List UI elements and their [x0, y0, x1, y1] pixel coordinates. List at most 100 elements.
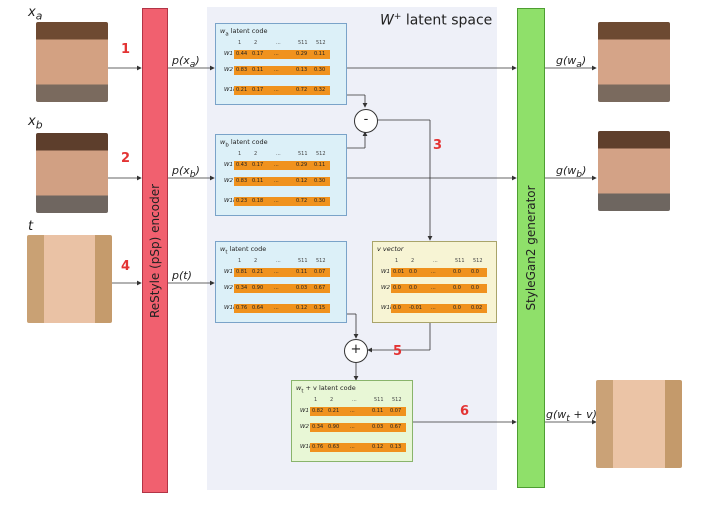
table-title: wa latent code	[220, 27, 267, 37]
table-cell: 0.23	[236, 198, 248, 204]
header-cell: 2	[411, 258, 415, 264]
table-cell: 0.0	[471, 285, 479, 291]
table-cell: 0.29	[296, 51, 308, 57]
header-cell: 1	[238, 151, 242, 157]
table-title-sub: b	[225, 142, 229, 149]
table-cell: 0.67	[390, 424, 402, 430]
table-cell: 0.76	[312, 444, 324, 450]
table-title-main: w	[220, 138, 226, 146]
table-cell: 0.13	[296, 67, 308, 73]
output-label-t: g(wt + v)	[546, 408, 597, 424]
table-cell: 0.11	[252, 178, 264, 184]
table-title-sub: a	[225, 31, 229, 38]
p-xa-pre: p(x	[172, 54, 190, 67]
header-cell: 2	[254, 151, 258, 157]
table-title-main: w	[220, 27, 226, 35]
table-cell: 0.17	[252, 162, 264, 168]
space-title-rest: latent space	[401, 12, 493, 29]
table-cell: 0.0	[409, 269, 417, 275]
row-label: W18	[224, 305, 237, 311]
table-cell: ...	[431, 305, 436, 311]
row-label: W2	[224, 178, 233, 184]
header-cell: ...	[276, 258, 281, 264]
table-cell: 0.12	[296, 178, 308, 184]
header-cell: 1	[238, 258, 242, 264]
table-title-main: w	[220, 245, 226, 253]
table-cell: 0.21	[236, 87, 248, 93]
table-cell: 0.07	[314, 269, 326, 275]
space-title-sup: +	[393, 12, 402, 22]
table-cell: 0.83	[236, 178, 248, 184]
table-title-rest: latent code	[227, 245, 267, 253]
table-title-rest: latent code	[228, 27, 268, 35]
p-xa-sub: a	[189, 59, 196, 71]
table-cell: 0.63	[328, 444, 340, 450]
row-label: W2	[300, 424, 309, 430]
input-label-xa: xa	[28, 5, 42, 23]
output-image-t	[596, 380, 682, 468]
encoder-block: ReStyle (pSp) encoder	[142, 8, 168, 493]
table-cell: 0.72	[296, 87, 308, 93]
row-label: W1	[224, 51, 233, 57]
header-cell: 511	[455, 258, 465, 264]
ga-post: )	[581, 54, 587, 67]
table-cell: 0.67	[314, 285, 326, 291]
table-cell: 0.21	[252, 269, 264, 275]
p-t-label: p(t)	[172, 269, 192, 282]
table-cell: 0.30	[314, 67, 326, 73]
gb-post: )	[582, 164, 587, 177]
table-cell: 0.82	[312, 408, 324, 414]
table-cell: ...	[350, 408, 355, 414]
row-label: W1	[224, 162, 233, 168]
gt-sub: t	[566, 413, 570, 425]
step-3: 3	[433, 138, 443, 153]
generator-label: StyleGan2 generator	[524, 185, 538, 311]
table-cell: 0.44	[236, 51, 248, 57]
table-cell: 0.76	[236, 305, 248, 311]
table-cell: 0.12	[372, 444, 384, 450]
table-title-sub: t	[225, 249, 228, 256]
row-label: W1	[381, 269, 390, 275]
table-cell: 0.30	[314, 198, 326, 204]
row-label: W18	[224, 198, 237, 204]
row-label: W2	[381, 285, 390, 291]
table-cell: 0.90	[328, 424, 340, 430]
table-cell: 0.12	[296, 305, 308, 311]
minus-operator: -	[354, 109, 378, 133]
p-t-text: p(t)	[172, 269, 192, 282]
table-cell: 0.02	[471, 305, 483, 311]
table-cell: 0.43	[236, 162, 248, 168]
t-var: t	[28, 219, 34, 234]
table-title: wb latent code	[220, 138, 268, 148]
latent-space-title: W+ latent space	[380, 12, 492, 29]
table-cell: 0.0	[453, 269, 461, 275]
table-cell: 0.32	[314, 87, 326, 93]
table-cell: ...	[350, 444, 355, 450]
header-cell: 2	[254, 258, 258, 264]
table-cell: 0.17	[252, 51, 264, 57]
header-cell: ...	[276, 151, 281, 157]
p-xb-label: p(xb)	[172, 164, 200, 180]
p-xa-end: )	[195, 54, 200, 67]
table-cell: 0.64	[252, 305, 264, 311]
gt-post: + v)	[569, 408, 597, 421]
table-cell: 0.0	[453, 285, 461, 291]
header-cell: 512	[316, 151, 326, 157]
ga-sub: a	[576, 59, 582, 71]
